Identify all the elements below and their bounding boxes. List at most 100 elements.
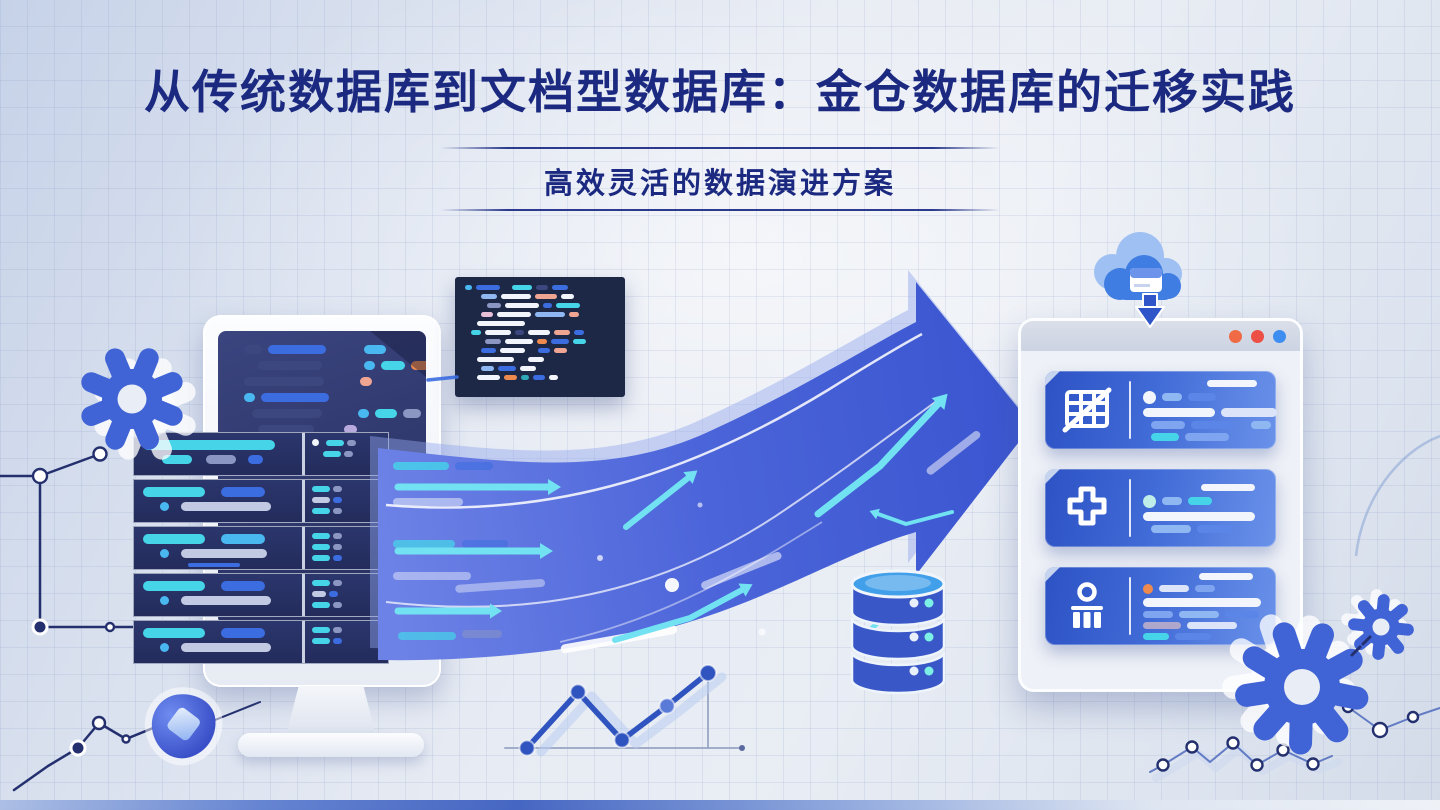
text-line-bar	[1191, 420, 1235, 429]
text-line-bar	[333, 486, 342, 492]
text-line-bar	[312, 497, 330, 503]
text-line-bar	[381, 361, 405, 370]
text-line-bar	[1251, 420, 1271, 429]
bar-row	[312, 497, 381, 503]
text-line-bar	[1151, 432, 1179, 441]
text-line-bar	[221, 628, 265, 638]
bar-row	[465, 366, 615, 371]
text-line-bar	[551, 339, 569, 344]
table-grid-icon	[1062, 387, 1112, 433]
text-line-bar	[485, 330, 511, 335]
text-line-bar	[561, 294, 574, 299]
text-line-bar	[481, 312, 493, 317]
text-line-bar	[333, 533, 342, 539]
text-line-bar	[323, 451, 341, 457]
text-line-bar	[188, 563, 240, 567]
bar-row	[143, 487, 293, 497]
bar-row	[312, 555, 381, 561]
avatar-dot	[1143, 583, 1153, 594]
bar-row	[312, 486, 381, 492]
card-divider	[1129, 479, 1131, 537]
table-row	[133, 573, 389, 617]
text-line-bar	[364, 361, 375, 370]
text-line-bar	[554, 348, 567, 353]
bar-row	[143, 643, 293, 652]
text-line-bar	[244, 345, 262, 354]
text-line-bar	[181, 596, 271, 605]
window-header	[1021, 321, 1300, 351]
cloud-window	[1130, 268, 1162, 292]
text-line-bar	[471, 330, 481, 335]
text-line-bar	[1225, 610, 1259, 618]
text-line-bar	[160, 502, 169, 511]
bar-row	[465, 312, 615, 317]
bar-row	[312, 591, 381, 597]
table-row	[133, 620, 389, 664]
page-subtitle: 高效灵活的数据演进方案	[543, 168, 896, 200]
text-line-bar	[556, 303, 580, 308]
column-divider	[302, 480, 305, 522]
bar-row	[230, 425, 414, 434]
bar-row	[143, 628, 293, 638]
bar-row	[465, 357, 615, 362]
text-line-bar	[1221, 407, 1277, 417]
text-line-bar	[244, 377, 324, 386]
text-line-bar	[1143, 621, 1181, 629]
text-line-bar	[515, 330, 524, 335]
table-cell-main	[134, 574, 302, 616]
text-line-bar	[1188, 393, 1216, 401]
bar-row	[312, 508, 381, 514]
text-line-bar	[143, 487, 205, 497]
text-line-bar	[333, 602, 342, 608]
text-line-bar	[505, 303, 539, 308]
text-line-bar	[312, 439, 319, 446]
text-line-bar	[344, 425, 357, 434]
bar-row	[1143, 524, 1264, 533]
text-line-bar	[333, 508, 342, 514]
text-line-bar	[528, 357, 544, 362]
table-cell-main	[134, 621, 302, 663]
table-row	[133, 526, 389, 570]
cloud-download-icon	[1086, 228, 1190, 332]
text-line-bar	[1197, 524, 1233, 533]
text-line-bar	[573, 339, 586, 344]
bar-row	[143, 455, 293, 464]
text-line-bar	[535, 294, 557, 299]
download-arrow-icon	[1135, 293, 1165, 328]
bar-row	[1143, 632, 1264, 640]
card-text-lines	[1131, 565, 1276, 648]
doc-card-3	[1045, 567, 1276, 645]
table-cell-main	[134, 527, 302, 569]
bar-row	[465, 303, 615, 308]
text-line-bar	[1199, 572, 1253, 580]
document-cards	[1045, 371, 1277, 645]
bar-row	[465, 330, 615, 335]
text-line-bar	[312, 486, 330, 492]
text-line-bar	[1143, 610, 1173, 618]
bar-row	[1143, 407, 1277, 417]
text-line-bar	[538, 348, 550, 353]
source-table	[133, 432, 389, 667]
table-cell-side	[305, 480, 388, 522]
text-line-bar	[512, 285, 532, 290]
doc-card-1	[1045, 371, 1277, 449]
page-title: 从传统数据库到文档型数据库：金仓数据库的迁移实践	[144, 66, 1296, 118]
text-line-bar	[312, 638, 330, 644]
text-line-bar	[1162, 393, 1182, 401]
text-line-bar	[1159, 585, 1189, 592]
text-line-bar	[1162, 497, 1182, 505]
bar-row	[312, 451, 381, 457]
text-line-bar	[333, 638, 342, 644]
text-line-bar	[347, 439, 356, 446]
text-line-bar	[312, 602, 330, 608]
bar-row	[143, 440, 293, 450]
text-line-bar	[181, 502, 271, 511]
text-line-bar	[497, 312, 531, 317]
bar-row	[1143, 583, 1264, 594]
text-line-bar	[1179, 610, 1219, 618]
bottom-accent-strip	[0, 800, 1440, 810]
text-line-bar	[160, 549, 169, 558]
text-line-bar	[375, 409, 397, 418]
bar-row	[312, 544, 381, 550]
